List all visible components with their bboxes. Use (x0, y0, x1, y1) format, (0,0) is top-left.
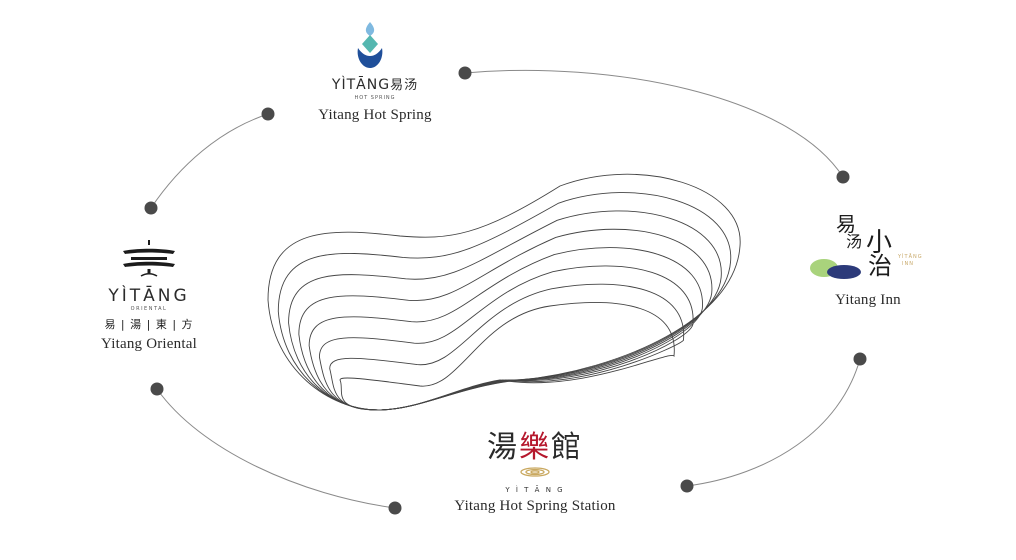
connector-arcs (150, 69, 861, 509)
arc-top-right (464, 69, 844, 178)
hot-spring-subline: HOT SPRING (354, 95, 396, 101)
hot-spring-wordmark: YÌTĀNG易汤 (300, 74, 450, 93)
inn-cjk-b: 汤 (846, 232, 863, 251)
arc-right-bottom (686, 358, 861, 487)
dot (458, 66, 472, 80)
inn-cjk-a: 易 (836, 212, 856, 236)
oriental-caption: Yitang Oriental (101, 336, 197, 352)
dot (150, 382, 164, 396)
station-wordmark: 湯樂館 (430, 432, 640, 464)
inn-cjk-d: 治 (868, 252, 892, 280)
arc-bottom-left (156, 388, 396, 509)
droplet-icon (357, 22, 383, 68)
pagoda-icon (123, 240, 175, 277)
arc-left-top (150, 113, 269, 209)
contour-pool-graphic (267, 173, 741, 411)
inn-small-latin: YÌTĀNG (898, 254, 923, 260)
brand-station: 湯樂館 Y Ì T Ā N G Yitang Hot Spring Statio… (430, 432, 640, 515)
brand-oriental: YÌTĀNG ORIENTAL 易 | 湯 | 東 | 方 Yitang Ori… (74, 286, 224, 353)
dot (836, 170, 850, 184)
oriental-wordmark: YÌTĀNG (108, 286, 190, 306)
brand-inn-logo: 易 汤 小 治 YÌTĀNG INN (832, 206, 928, 282)
inn-caption: Yitang Inn (835, 292, 901, 308)
station-cjk-left: 湯 (487, 430, 519, 465)
contour-ring (308, 247, 703, 411)
station-cjk-right: 館 (551, 430, 583, 465)
brand-hot-spring: YÌTĀNG易汤 HOT SPRING Yitang Hot Spring (300, 74, 450, 124)
station-cjk-mid: 樂 (519, 430, 551, 465)
ripple-icon (520, 467, 550, 477)
oriental-cjk-line: 易 | 湯 | 東 | 方 (104, 318, 194, 331)
hot-spring-caption: Yitang Hot Spring (318, 107, 432, 123)
inn-brush-icon (810, 259, 861, 279)
connector-dots (144, 66, 867, 515)
dot (680, 479, 694, 493)
dot (388, 501, 402, 515)
inn-small-sub: INN (902, 261, 914, 267)
hot-spring-cjk: 易汤 (390, 78, 419, 93)
dot (144, 201, 158, 215)
contour-ring (298, 228, 713, 411)
station-spaced-latin: Y Ì T Ā N G (505, 486, 565, 494)
contour-ring (329, 283, 684, 411)
dot (853, 352, 867, 366)
hot-spring-latin: YÌTĀNG (331, 77, 391, 93)
dot (261, 107, 275, 121)
contour-ring (277, 192, 732, 411)
contour-ring (339, 302, 675, 411)
station-caption: Yitang Hot Spring Station (454, 498, 616, 514)
inn-cjk-c: 小 (866, 228, 893, 258)
oriental-subline: ORIENTAL (130, 306, 168, 312)
contour-ring (267, 173, 741, 411)
